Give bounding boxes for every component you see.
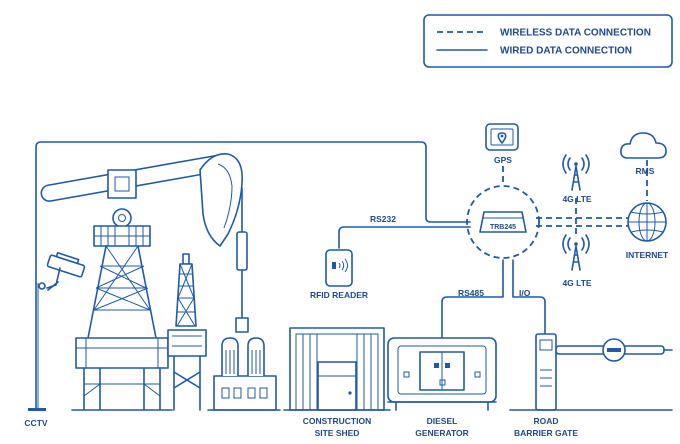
globe-icon <box>627 202 667 242</box>
gate-label-line1: ROAD <box>533 416 558 426</box>
gps-device: GPS <box>485 123 519 165</box>
cctv-to-router-cable <box>35 141 471 284</box>
internet-globe: INTERNET <box>626 202 669 260</box>
legend-wired-label: WIRED DATA CONNECTION <box>500 46 632 57</box>
rs232-cable <box>338 226 471 249</box>
lte-tower-bottom: 4G LTE <box>562 234 592 288</box>
router-trb245: TRB245 <box>479 211 527 233</box>
legend: WIRELESS DATA CONNECTION WIRED DATA CONN… <box>423 14 673 68</box>
horse-head <box>199 153 244 247</box>
rs485-label: RS485 <box>458 288 484 298</box>
cell-tower-icon <box>562 234 590 271</box>
rs232-label: RS232 <box>370 214 396 224</box>
construction-site-shed: CONSTRUCTION SITE SHED <box>283 327 391 438</box>
legend-wireless-label: WIRELESS DATA CONNECTION <box>500 28 651 39</box>
io-label: I/O <box>519 288 531 298</box>
generator-label-line1: DIESEL <box>427 416 458 426</box>
generator-label-line2: GENERATOR <box>415 428 469 438</box>
router-model: TRB245 <box>490 224 516 231</box>
gate-label-line2: BARRIER GATE <box>514 428 578 438</box>
road-barrier-gate: ROAD BARRIER GATE <box>509 333 673 438</box>
rfid-label: RFID READER <box>310 290 368 300</box>
lte-bottom-label: 4G LTE <box>562 278 591 288</box>
cctv-label: CCTV <box>24 418 47 428</box>
cloud-icon <box>620 132 667 159</box>
wired-connections <box>35 141 546 339</box>
rfid-reader: RFID READER <box>310 249 368 300</box>
diesel-generator: DIESEL GENERATOR <box>387 337 497 438</box>
shed-door <box>317 361 357 411</box>
gps-label: GPS <box>494 155 512 165</box>
lte-top-label: 4G LTE <box>562 194 591 204</box>
io-cable <box>512 259 546 334</box>
router-wireless-ring <box>466 185 540 259</box>
security-camera-icon <box>38 251 86 291</box>
wireless-connections <box>466 160 648 259</box>
storage-tanks <box>207 337 281 411</box>
derrick-tower <box>167 253 207 411</box>
rms-cloud: RMS <box>620 132 667 176</box>
pumpjack-rig <box>40 153 249 411</box>
lte-tower-top: 4G LTE <box>562 154 592 204</box>
internet-label: INTERNET <box>626 250 669 260</box>
shed-label-line1: CONSTRUCTION <box>303 416 371 426</box>
pivot-box <box>107 169 137 199</box>
cell-tower-icon <box>562 154 590 191</box>
rms-label: RMS <box>636 166 655 176</box>
shed-label-line2: SITE SHED <box>315 428 360 438</box>
rs485-cable <box>441 259 504 339</box>
barrier-post <box>535 333 557 411</box>
cctv-camera: CCTV <box>24 251 86 428</box>
